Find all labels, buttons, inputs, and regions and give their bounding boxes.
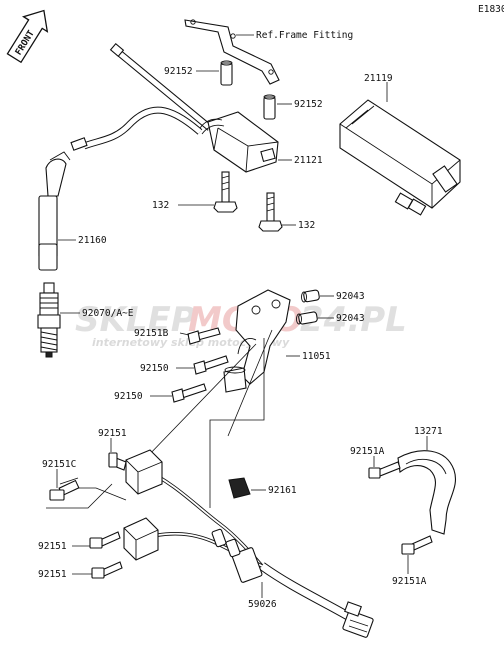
label-21119: 21119: [364, 73, 393, 84]
sensor-bracket: [223, 289, 291, 393]
label-21121: 21121: [294, 155, 323, 166]
sensor-upper: [125, 449, 163, 495]
wiring-harness: [135, 466, 374, 638]
bolt-92151-c: [91, 561, 123, 579]
label-21160: 21160: [78, 235, 107, 246]
spark-plug-lead: [38, 106, 203, 271]
watermark-brand-a: SKLEP: [75, 300, 196, 340]
label-92070: 92070/A~E: [82, 308, 134, 319]
front-arrow-icon: FRONT: [6, 9, 49, 64]
label-13271: 13271: [414, 426, 443, 437]
bolt-132-b: [258, 192, 283, 232]
label-92151-c: 92151: [38, 569, 67, 580]
bolt-92150-b: [171, 383, 207, 403]
bolt-92151-b: [89, 531, 121, 549]
bolt-92150-a: [193, 355, 229, 375]
bolt-92151c: [49, 477, 80, 501]
label-ref-frame-fitting: Ref.Frame Fitting: [256, 30, 353, 41]
frame-fitting-bracket: [184, 19, 280, 85]
label-92151a-a: 92151A: [350, 446, 385, 457]
bolt-92151a-a: [368, 461, 401, 479]
label-132-a: 132: [152, 200, 169, 211]
spacer-92152-b: [263, 94, 276, 120]
label-92043-b: 92043: [336, 313, 365, 324]
diagram-code: E1830: [478, 4, 504, 15]
label-11051: 11051: [302, 351, 331, 362]
bolt-92151-a: [108, 452, 127, 471]
watermark-brand-c: 24.PL: [300, 300, 407, 340]
label-92151-a: 92151: [98, 428, 127, 439]
label-92152-b: 92152: [294, 99, 323, 110]
label-92151b: 92151B: [134, 328, 169, 339]
grommet-92161: [228, 477, 251, 499]
bushing-92043-a: [301, 289, 320, 303]
label-92043-a: 92043: [336, 291, 365, 302]
cover-13271: [397, 450, 456, 535]
label-92151a-b: 92151A: [392, 576, 427, 587]
label-92150-a: 92150: [140, 363, 169, 374]
ignition-coil: [109, 42, 279, 173]
label-132-b: 132: [298, 220, 315, 231]
label-92161: 92161: [268, 485, 297, 496]
label-92151c: 92151C: [42, 459, 76, 470]
reference-lines: [145, 329, 273, 508]
sensor-lower: [123, 517, 159, 561]
bolt-92151b: [187, 327, 221, 345]
bolt-92151a-b: [401, 535, 433, 555]
spark-plug: [37, 282, 61, 358]
ecu-unit: [339, 99, 461, 216]
label-59026: 59026: [248, 599, 277, 610]
bushing-92043-b: [296, 311, 318, 325]
bolt-132-a: [213, 171, 238, 213]
spacer-92152-a: [220, 60, 233, 86]
label-92151-b: 92151: [38, 541, 67, 552]
label-92150-b: 92150: [114, 391, 143, 402]
label-92152-a: 92152: [164, 66, 193, 77]
